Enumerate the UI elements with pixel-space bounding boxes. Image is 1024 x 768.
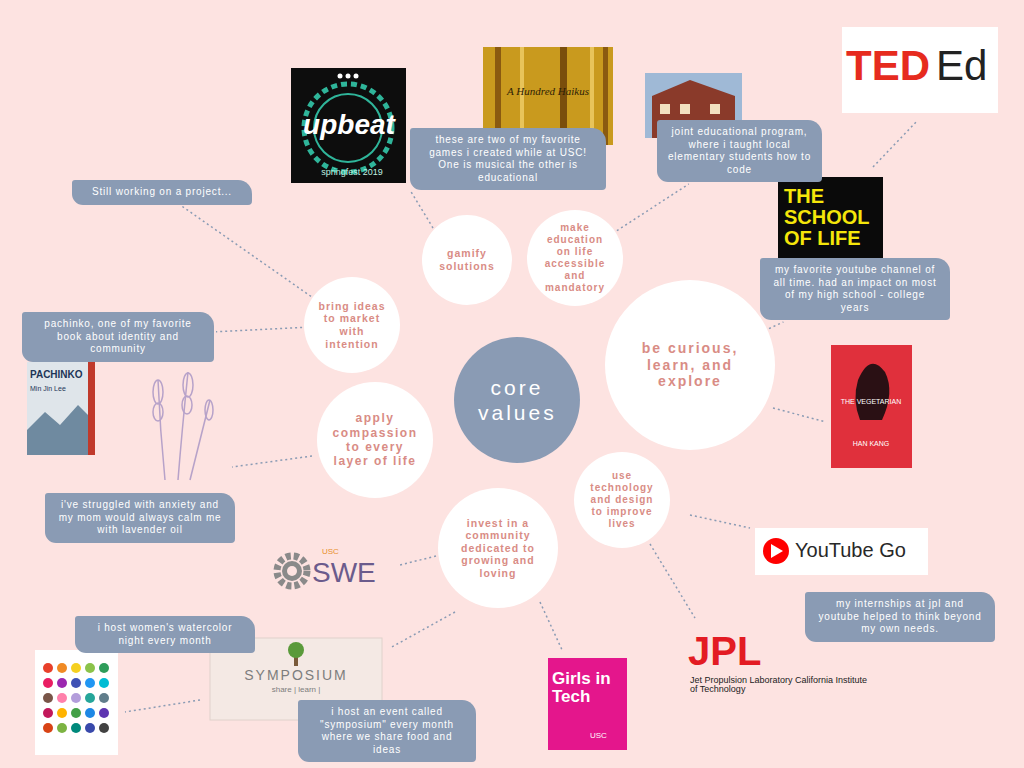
logo-text: SYMPOSIUM: [212, 668, 380, 683]
logo-text: Jet Propulsion Laboratory California Ins…: [690, 676, 868, 695]
value-text: be curious, learn, and explore: [626, 340, 755, 390]
youtube-go-logo: [755, 528, 928, 575]
logo-text: JPL: [688, 630, 798, 672]
watercolor-palette: [35, 650, 118, 755]
girls-in-tech-logo: [548, 658, 627, 750]
logo-text: springfest 2019: [300, 168, 404, 177]
note-band: my internships at jpl and youtube helped…: [805, 592, 995, 642]
note-text: my internships at jpl and youtube helped…: [815, 598, 985, 636]
school-of-life-logo: [778, 177, 883, 270]
logo-text: USC: [322, 548, 352, 556]
core-circle: core values: [454, 337, 580, 463]
value-text: use technology and design to improve liv…: [586, 470, 659, 530]
value-text: make education on life accessible and ma…: [539, 222, 612, 294]
note-text: i host an event called "symposium" every…: [308, 706, 466, 756]
value-circle: use technology and design to improve liv…: [574, 452, 670, 548]
teded-logo: [842, 27, 998, 113]
value-circle: bring ideas to market with intention: [304, 277, 400, 373]
logo-text: Ed: [936, 44, 996, 88]
logo-text: TED: [846, 44, 942, 88]
logo-text: THE SCHOOL OF LIFE: [784, 186, 879, 249]
value-text: apply compassion to every layer of life: [331, 411, 419, 469]
vegetarian-cover: [831, 345, 912, 468]
note-text: pachinko, one of my favorite book about …: [32, 318, 204, 356]
logo-text: PACHINKO: [30, 370, 88, 381]
pachinko-cover: [27, 362, 95, 455]
note-band: i host women's watercolor night every mo…: [75, 616, 255, 653]
logo-text: A Hundred Haikus: [488, 86, 608, 98]
value-text: bring ideas to market with intention: [316, 300, 389, 350]
note-text: i've struggled with anxiety and my mom w…: [55, 499, 225, 537]
note-text: these are two of my favorite games i cre…: [420, 134, 596, 184]
note-text: i host women's watercolor night every mo…: [85, 622, 245, 647]
note-band: i host an event called "symposium" every…: [298, 700, 476, 762]
logo-text: Min Jin Lee: [30, 385, 88, 392]
note-band: joint educational program, where i taugh…: [657, 120, 822, 182]
note-band: i've struggled with anxiety and my mom w…: [45, 493, 235, 543]
note-band: pachinko, one of my favorite book about …: [22, 312, 214, 362]
logo-text: USC: [590, 732, 620, 740]
note-band: these are two of my favorite games i cre…: [410, 128, 606, 190]
value-circle: apply compassion to every layer of life: [317, 382, 433, 498]
value-circle: make education on life accessible and ma…: [527, 210, 623, 306]
logo-text: SWE: [312, 558, 397, 587]
value-circle: invest in a community dedicated to growi…: [438, 488, 558, 608]
logo-text: HAN KANG: [833, 440, 909, 447]
value-circle: gamify solutions: [422, 215, 512, 305]
dotted-connector: [617, 184, 689, 231]
value-circle: be curious, learn, and explore: [605, 280, 775, 450]
value-text: invest in a community dedicated to growi…: [453, 517, 544, 580]
logo-text: YouTube Go: [795, 540, 925, 561]
dotted-connector: [769, 322, 783, 329]
value-text: gamify solutions: [433, 247, 501, 272]
logo-text: THE VEGETARIAN: [833, 398, 909, 405]
logo-text: share | learn |: [212, 686, 380, 694]
value-text: core values: [478, 375, 556, 425]
dotted-connector: [182, 207, 311, 297]
note-band: my favorite youtube channel of all time.…: [760, 258, 950, 320]
logo-text: upbeat: [293, 110, 405, 139]
note-text: Still working on a project...: [82, 186, 242, 199]
swe-gear: [277, 556, 307, 586]
dotted-connector: [216, 328, 302, 332]
upbeat-logo: [291, 68, 406, 183]
note-text: joint educational program, where i taugh…: [667, 126, 812, 176]
note-band: Still working on a project...: [72, 180, 252, 205]
logo-text: Girls in Tech: [552, 670, 624, 706]
note-text: my favorite youtube channel of all time.…: [770, 264, 940, 314]
lavender-drawing: [153, 372, 213, 480]
